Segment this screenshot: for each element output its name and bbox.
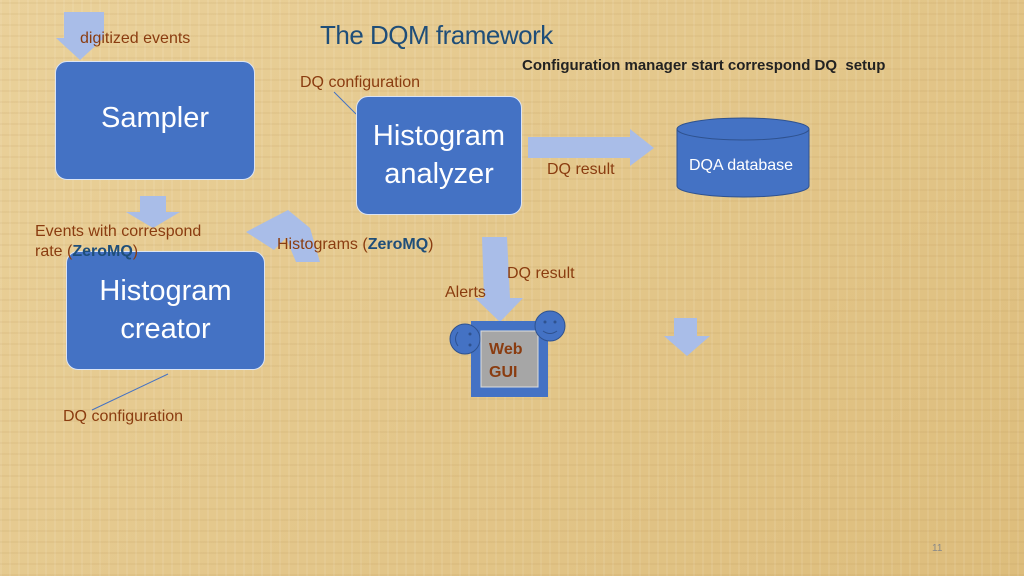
analyzer-to-database-arrow	[528, 129, 654, 166]
smiley-left-icon	[449, 323, 481, 355]
database-icon	[676, 117, 810, 198]
slide-subtitle: Configuration manager start correspond D…	[522, 57, 886, 74]
analyzer-to-webgui-arrow	[475, 237, 523, 322]
dq-config-pointer	[333, 91, 357, 115]
histograms-zeromq-label: Histograms (ZeroMQ)	[277, 236, 433, 254]
events-rate-line1: Events with correspond	[35, 223, 202, 240]
creator-label-line1: Histogram	[99, 274, 232, 307]
alerts-label: Alerts	[445, 284, 486, 301]
dqa-database-label: DQA database	[689, 157, 794, 174]
extra-down-arrow	[664, 318, 710, 356]
web-gui-line2: GUI	[489, 364, 518, 382]
dq-result-right-label: DQ result	[547, 161, 615, 178]
digitized-events-label: digitized events	[80, 30, 191, 47]
events-rate-label: Events with correspond rate (ZeroMQ)	[35, 222, 201, 262]
page-number: 11	[932, 543, 943, 554]
dq-result-down-label: DQ result	[507, 265, 575, 282]
creator-to-analyzer-arrow	[246, 210, 320, 262]
analyzer-label-line2: analyzer	[384, 157, 494, 190]
web-gui-line1: Web	[489, 341, 523, 358]
close-paren-2: )	[428, 236, 434, 253]
analyzer-label-line1: Histogram	[372, 119, 506, 152]
creator-label-line2: creator	[120, 312, 211, 345]
zeromq-label: ZeroMQ	[72, 243, 133, 260]
close-paren: )	[132, 243, 139, 260]
histograms-label: Histograms (	[277, 236, 368, 253]
digitized-events-arrow	[56, 12, 104, 60]
sampler-to-creator-arrow	[126, 196, 180, 228]
histogram-analyzer-node: Histogram analyzer	[356, 96, 522, 215]
zeromq-label-2: ZeroMQ	[367, 236, 429, 253]
webgui-screen	[480, 330, 539, 388]
sampler-node: Sampler	[55, 61, 255, 180]
dq-configuration-top-label: DQ configuration	[300, 74, 421, 91]
histogram-creator-node: Histogram creator	[66, 251, 265, 370]
web-gui-label: Web GUI	[489, 338, 522, 384]
dq-config-bottom-pointer	[91, 373, 169, 411]
events-rate-line2: rate (	[35, 243, 73, 260]
sampler-label: Sampler	[101, 102, 209, 134]
slide-title: The DQM framework	[320, 20, 553, 50]
smiley-right-icon	[534, 310, 566, 342]
dq-configuration-bottom-label: DQ configuration	[63, 408, 184, 425]
